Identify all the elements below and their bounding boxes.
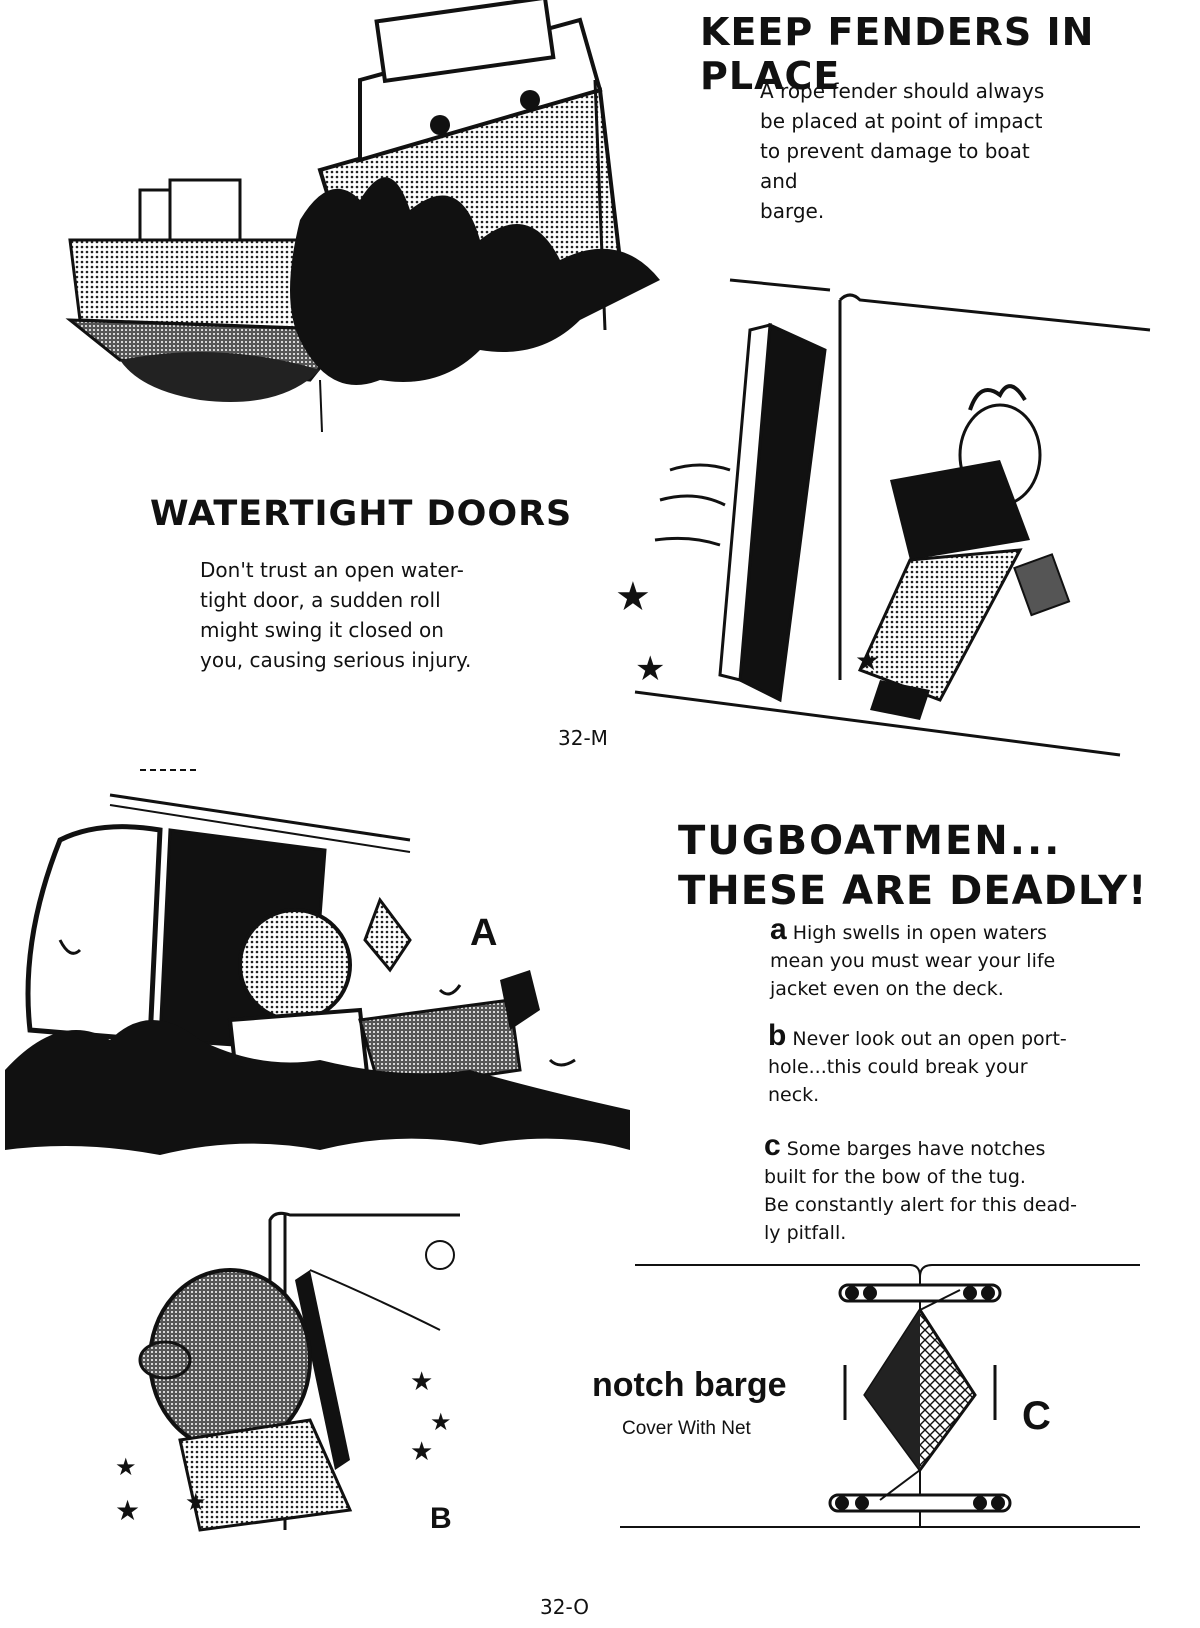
fenders-text: A rope fender should always be placed at… [760,76,1050,226]
item-line: mean you must wear your life [770,950,1056,972]
label-a: A [470,912,498,954]
deckhand-swept-by-wave-illustration [5,769,630,1155]
watertight-line: tight door, a sudden roll [200,588,441,612]
notch-barge-title: notch barge [592,1366,787,1404]
item-line: neck. [768,1084,820,1106]
svg-text:★: ★ [185,1488,207,1516]
watertight-line: might swing it closed on [200,618,444,642]
fenders-heading: KEEP FENDERS IN PLACE [700,10,1095,98]
fenders-line: to prevent damage to boat and [760,139,1030,193]
deadly-item-b: b Never look out an open port- hole...th… [768,1019,1098,1109]
notch-barge-diagram [620,1264,1140,1528]
porthole-head-injury-illustration: ★ ★ ★ ★ ★ ★ [115,1211,460,1532]
page-number-bottom: 32-O [540,1595,589,1619]
svg-text:★: ★ [855,644,880,677]
tugboat-heading-line1: TUGBOATMEN... [678,818,1062,864]
fenders-line: barge. [760,199,825,223]
item-line: hole...this could break your [768,1056,1028,1078]
watertight-text: Don't trust an open water- tight door, a… [200,555,500,675]
svg-text:★: ★ [410,1437,433,1467]
item-letter: c [764,1129,781,1162]
watertight-line: Don't trust an open water- [200,558,464,582]
watertight-heading: WATERTIGHT DOORS [150,494,573,534]
deadly-item-a: a High swells in open waters mean you mu… [770,913,1100,1003]
item-line: built for the bow of the tug. [764,1166,1026,1188]
item-line: High swells in open waters [792,922,1047,944]
deadly-item-c: c Some barges have notches built for the… [764,1129,1094,1247]
svg-text:★: ★ [410,1367,433,1397]
svg-text:★: ★ [430,1408,452,1436]
svg-text:★: ★ [115,1494,140,1527]
item-line: Be constantly alert for this dead- [764,1194,1078,1216]
label-c: C [1022,1394,1051,1438]
label-b: B [430,1502,452,1535]
item-line: Some barges have notches [786,1138,1046,1160]
svg-text:★: ★ [615,574,651,620]
item-line: Never look out an open port- [792,1028,1067,1050]
item-line: ly pitfall. [764,1222,847,1244]
notch-barge-subtitle: Cover With Net [622,1418,751,1439]
item-letter: a [770,913,787,946]
svg-text:★: ★ [635,649,665,689]
tugboat-barge-collision-illustration [65,0,660,433]
item-line: jacket even on the deck. [770,978,1004,1000]
item-letter: b [768,1019,787,1052]
fenders-line: A rope fender should always [760,79,1045,103]
page-number-top: 32-M [558,726,608,750]
svg-text:★: ★ [115,1453,137,1481]
tugboat-heading-line2: THESE ARE DEADLY! [678,868,1148,914]
fenders-line: be placed at point of impact [760,109,1043,133]
watertight-door-illustration: ★ ★ ★ [615,278,1151,757]
watertight-line: you, causing serious injury. [200,648,472,672]
